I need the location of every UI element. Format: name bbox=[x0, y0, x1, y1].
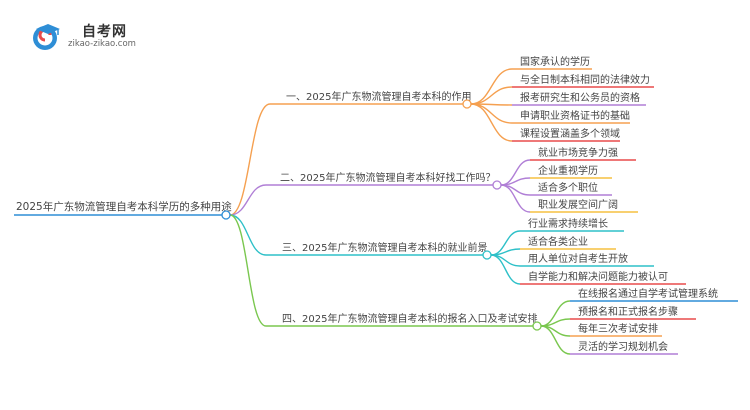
branch-1-child-4-link bbox=[470, 103, 513, 124]
branch-3[interactable]: 三、2025年广东物流管理自考本科的就业前景 bbox=[266, 241, 492, 260]
branch-1[interactable]: 一、2025年广东物流管理自考本科的作用 bbox=[270, 90, 472, 109]
branch-1-label: 一、2025年广东物流管理自考本科的作用 bbox=[286, 90, 471, 103]
leaf-label: 国家承认的学历 bbox=[520, 55, 590, 68]
branch-1-leaf-5[interactable]: 课程设置涵盖多个领域 bbox=[512, 127, 620, 142]
leaf-label: 行业需求持续增长 bbox=[528, 217, 608, 230]
branch-4-label: 四、2025年广东物流管理自考本科的报名入口及考试安排 bbox=[282, 312, 537, 325]
branch-3-leaf-3[interactable]: 用人单位对自考生开放 bbox=[520, 252, 654, 267]
branch-3-child-2-link bbox=[490, 248, 521, 256]
root-label: 2025年广东物流管理自考本科学历的多种用途 bbox=[16, 200, 232, 213]
branch-2-leaf-3[interactable]: 适合多个职位 bbox=[530, 181, 612, 196]
leaf-label: 每年三次考试安排 bbox=[578, 322, 658, 335]
branch-1-leaf-3[interactable]: 报考研究生和公务员的资格 bbox=[512, 91, 646, 106]
leaf-label: 企业重视学历 bbox=[538, 164, 598, 177]
branch-4-leaf-4[interactable]: 灵活的学习规划机会 bbox=[570, 340, 678, 355]
branch-2-handle[interactable] bbox=[492, 180, 502, 190]
branch-4-leaf-2[interactable]: 预报名和正式报名步骤 bbox=[570, 305, 696, 320]
branch-3-leaf-2[interactable]: 适合各类企业 bbox=[520, 235, 616, 250]
branch-1-leaf-4[interactable]: 申请职业资格证书的基础 bbox=[512, 109, 630, 124]
branch-3-handle[interactable] bbox=[482, 250, 492, 260]
branch-3-leaf-4[interactable]: 自学能力和解决问题能力被认可 bbox=[520, 270, 686, 285]
leaf-label: 预报名和正式报名步骤 bbox=[578, 305, 678, 318]
leaf-label: 自学能力和解决问题能力被认可 bbox=[528, 270, 668, 283]
branch-1-child-1-link bbox=[470, 68, 513, 105]
branch-2-leaf-4[interactable]: 职业发展空间广阔 bbox=[530, 198, 638, 213]
root-node[interactable]: 2025年广东物流管理自考本科学历的多种用途 bbox=[14, 200, 232, 220]
root-to-branch-4-link bbox=[229, 214, 267, 327]
branch-4-handle[interactable] bbox=[532, 321, 542, 331]
branch-4[interactable]: 四、2025年广东物流管理自考本科的报名入口及考试安排 bbox=[266, 312, 542, 331]
branch-3-leaf-1[interactable]: 行业需求持续增长 bbox=[520, 217, 624, 232]
branch-2-leaf-1[interactable]: 就业市场竞争力强 bbox=[530, 146, 636, 161]
leaf-label: 报考研究生和公务员的资格 bbox=[520, 91, 640, 104]
mindmap-nodes: 2025年广东物流管理自考本科学历的多种用途 一、2025年广东物流管理自考本科… bbox=[14, 55, 738, 355]
leaf-label: 就业市场竞争力强 bbox=[538, 146, 618, 159]
root-to-branch-1-link bbox=[229, 103, 271, 216]
leaf-label: 课程设置涵盖多个领域 bbox=[520, 127, 620, 140]
leaf-label: 申请职业资格证书的基础 bbox=[520, 109, 630, 122]
branch-1-child-2-link bbox=[470, 86, 513, 105]
branch-1-leaf-1[interactable]: 国家承认的学历 bbox=[512, 55, 592, 70]
root-to-branch-2-link bbox=[229, 184, 267, 216]
branch-4-leaf-1[interactable]: 在线报名通过自学考试管理系统 bbox=[570, 287, 738, 302]
branch-2-leaf-2[interactable]: 企业重视学历 bbox=[530, 164, 612, 179]
root-handle[interactable] bbox=[221, 210, 231, 220]
branch-4-leaf-3[interactable]: 每年三次考试安排 bbox=[570, 322, 662, 337]
graduation-cap-icon bbox=[33, 24, 60, 50]
branch-3-label: 三、2025年广东物流管理自考本科的就业前景 bbox=[282, 241, 487, 254]
leaf-label: 与全日制本科相同的法律效力 bbox=[520, 73, 650, 86]
connector-lines bbox=[229, 68, 571, 355]
branch-2-label: 二、2025年广东物流管理自考本科好找工作吗？ bbox=[280, 171, 495, 184]
leaf-label: 职业发展空间广阔 bbox=[538, 198, 618, 211]
leaf-label: 灵活的学习规划机会 bbox=[578, 340, 668, 353]
branch-3-child-4-link bbox=[490, 254, 521, 285]
site-logo[interactable]: 自考网 zikao-zikao.com bbox=[30, 20, 180, 54]
branch-1-handle[interactable] bbox=[462, 99, 472, 109]
branch-2[interactable]: 二、2025年广东物流管理自考本科好找工作吗？ bbox=[266, 171, 502, 190]
logo-name: 自考网 bbox=[82, 24, 127, 40]
root-to-branch-3-link bbox=[229, 214, 267, 256]
leaf-label: 适合各类企业 bbox=[528, 235, 588, 248]
leaf-label: 适合多个职位 bbox=[538, 181, 598, 194]
branch-1-child-5-link bbox=[470, 103, 513, 142]
branch-4-child-4-link bbox=[540, 325, 571, 355]
logo-url: zikao-zikao.com bbox=[68, 39, 136, 49]
leaf-label: 用人单位对自考生开放 bbox=[528, 252, 628, 265]
branch-2-child-4-link bbox=[500, 184, 531, 213]
leaf-label: 在线报名通过自学考试管理系统 bbox=[578, 287, 718, 300]
branch-1-leaf-2[interactable]: 与全日制本科相同的法律效力 bbox=[512, 73, 654, 88]
